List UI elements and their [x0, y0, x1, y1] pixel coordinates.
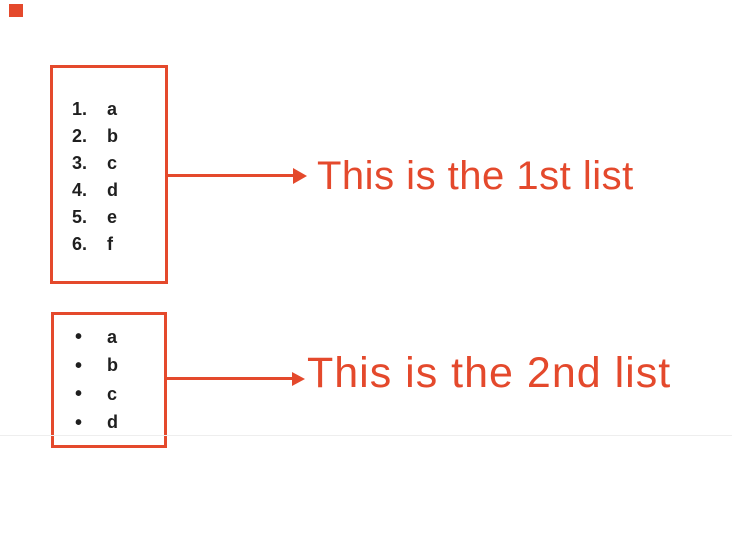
list-item-text: b [107, 355, 118, 376]
list-item-text: a [107, 99, 118, 119]
list-item-text: f [107, 234, 113, 254]
bullet-icon: • [75, 326, 83, 349]
list-item: •a [75, 323, 164, 352]
bulleted-list-box: •a•b•c•d [51, 312, 167, 448]
list-item-text: e [107, 207, 118, 227]
list-item: •b [75, 352, 164, 381]
bullet-icon: • [75, 383, 83, 406]
list-item: 3. c [72, 150, 165, 177]
list-number: 3. [72, 153, 88, 173]
list-item-text: c [107, 383, 118, 404]
list-item-text: d [107, 180, 118, 200]
list-item: •d [75, 409, 164, 438]
list-item: 2. b [72, 123, 165, 150]
bullet-icon: • [75, 411, 83, 434]
list-item-text: c [107, 153, 118, 173]
content-bottom-edge [0, 435, 732, 436]
list-item-text: b [107, 126, 118, 146]
arrow-line-first [167, 174, 295, 177]
first-list-label: This is the 1st list [317, 154, 634, 198]
red-corner-marker [9, 4, 23, 17]
list-number: 4. [72, 180, 88, 200]
list-number: 5. [72, 207, 88, 227]
list-item: 4. d [72, 177, 165, 204]
arrow-head-icon-second [292, 371, 305, 386]
list-item: 5. e [72, 204, 165, 231]
arrow-line-second [165, 377, 294, 380]
list-item-text: d [107, 412, 118, 433]
list-item: •c [75, 380, 164, 409]
list-number: 2. [72, 126, 88, 146]
list-item-text: a [107, 326, 118, 347]
arrow-head-icon-first [293, 168, 307, 184]
list-number: 1. [72, 99, 88, 119]
numbered-list-box: 1. a 2. b 3. c 4. d 5. e 6. f [50, 65, 168, 284]
list-item: 1. a [72, 96, 165, 123]
second-list-label: This is the 2nd list [307, 349, 672, 397]
bullet-icon: • [75, 354, 83, 377]
list-item: 6. f [72, 231, 165, 258]
list-number: 6. [72, 234, 88, 254]
